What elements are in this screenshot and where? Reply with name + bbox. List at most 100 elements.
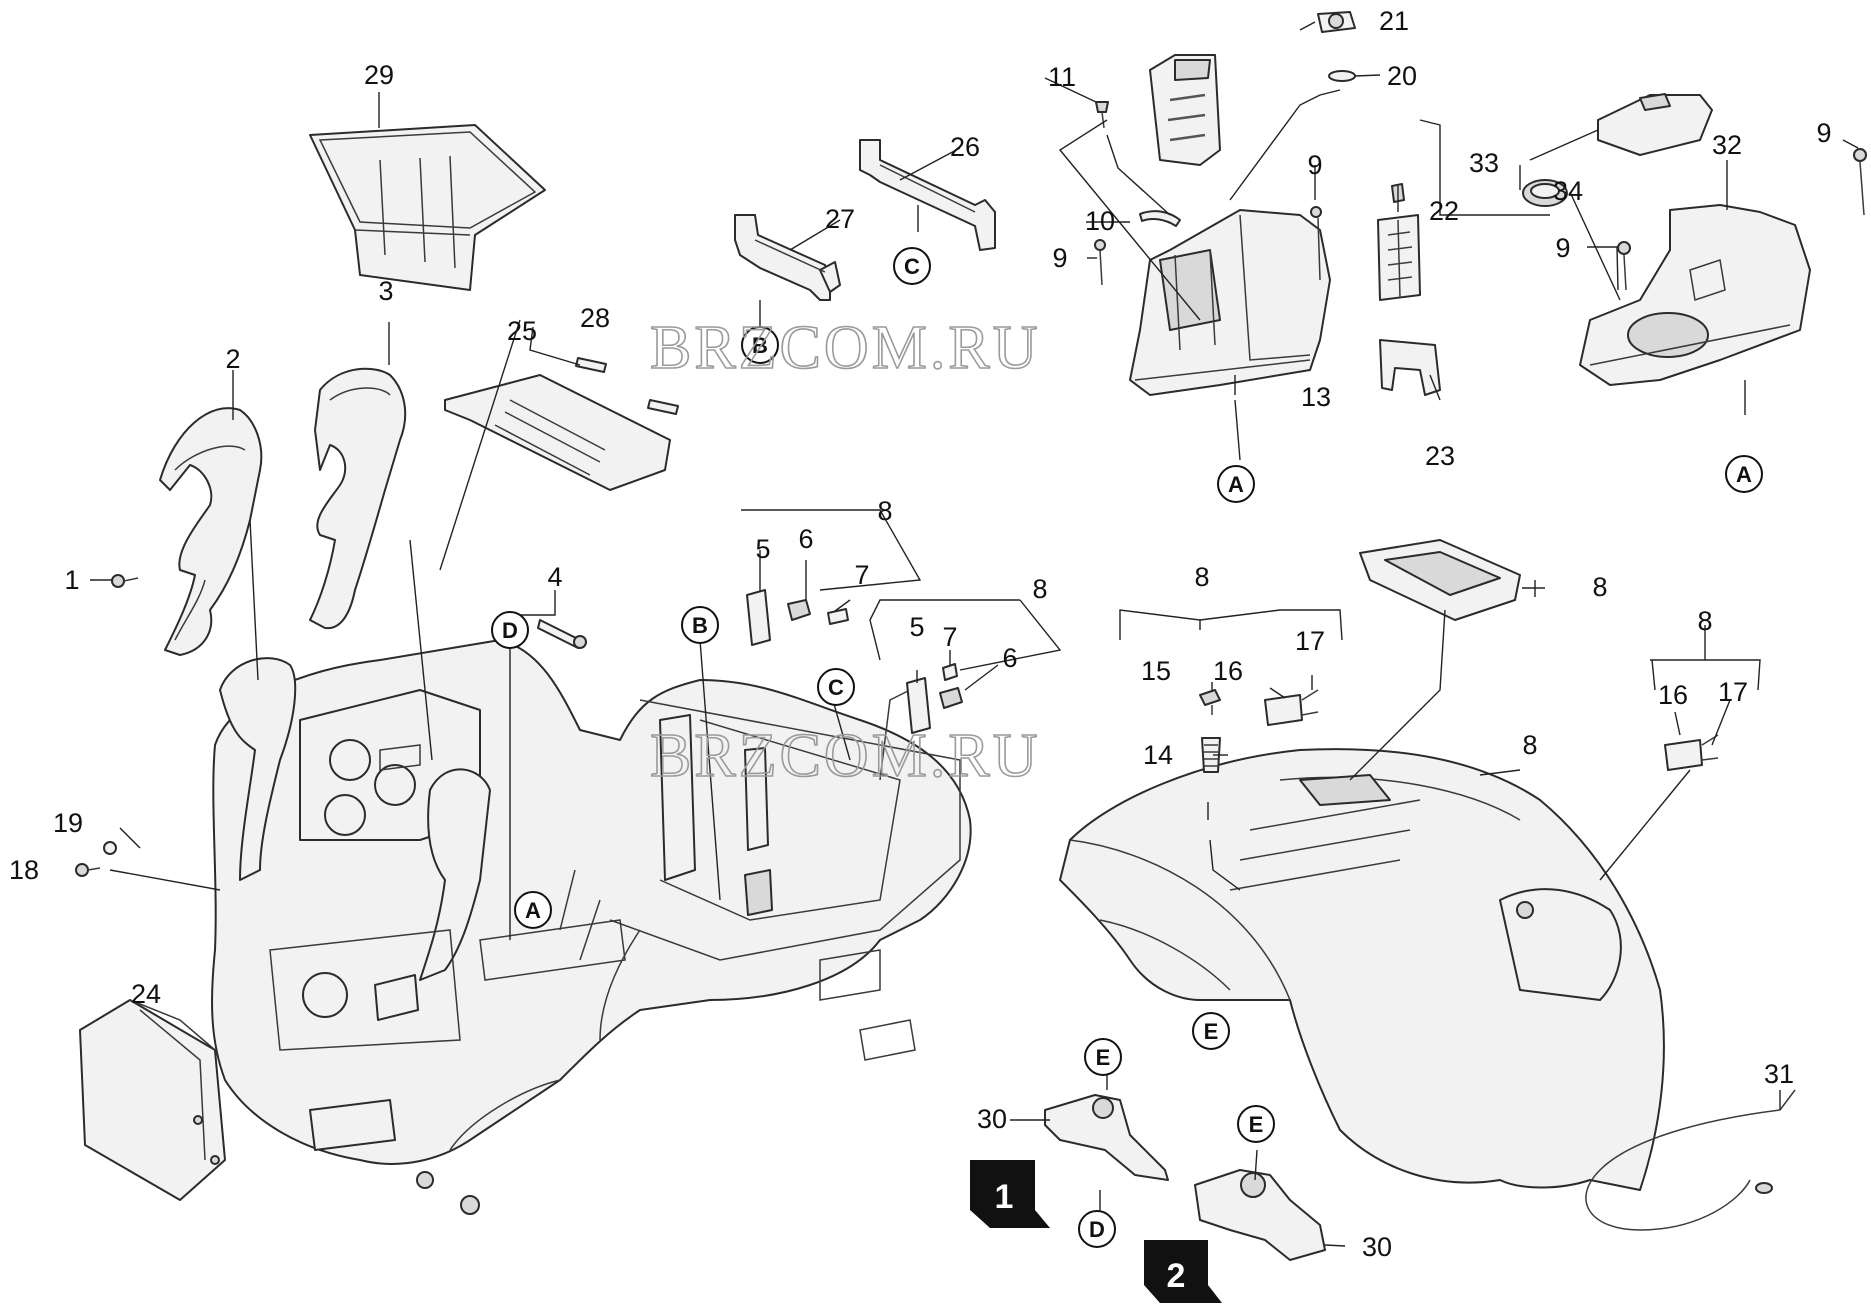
variant-badge-2: 2 bbox=[1144, 1240, 1222, 1303]
part-30-bracket-variant-1 bbox=[1044, 1094, 1169, 1181]
part-34-seal bbox=[1522, 179, 1568, 207]
callout-9-d: 9 bbox=[1555, 233, 1570, 263]
ref-letter-d-1: D bbox=[491, 611, 529, 649]
variant-badge-1: 1 bbox=[970, 1160, 1050, 1228]
callout-7-a: 7 bbox=[854, 560, 869, 590]
callout-8-f: 8 bbox=[1697, 606, 1712, 636]
callout-4: 4 bbox=[547, 562, 562, 592]
part-31-cable bbox=[1585, 1089, 1796, 1231]
callout-19: 19 bbox=[53, 808, 83, 838]
svg-text:B: B bbox=[692, 613, 708, 638]
callout-8-b: 8 bbox=[1032, 574, 1047, 604]
svg-text:A: A bbox=[1736, 462, 1752, 487]
callout-24: 24 bbox=[131, 979, 161, 1009]
watermarks: BRZCOM.RU BRZCOM.RU bbox=[649, 313, 1040, 791]
callout-8-c: 8 bbox=[1194, 562, 1209, 592]
part-3-handle bbox=[309, 367, 407, 630]
ref-letter-d-2: D bbox=[1078, 1210, 1116, 1248]
callout-21: 21 bbox=[1379, 6, 1409, 36]
callout-17-b: 17 bbox=[1718, 677, 1748, 707]
callout-28: 28 bbox=[580, 303, 610, 333]
svg-text:B: B bbox=[752, 333, 768, 358]
callout-25: 25 bbox=[507, 316, 537, 346]
part-13-tank-housing bbox=[1129, 209, 1331, 396]
ref-letter-e-2: E bbox=[1084, 1038, 1122, 1076]
callout-26: 26 bbox=[950, 132, 980, 162]
part-hood bbox=[1059, 748, 1665, 1191]
svg-text:1: 1 bbox=[995, 1178, 1014, 1216]
part-32-screws bbox=[1617, 148, 1867, 291]
callout-16-a: 16 bbox=[1213, 656, 1243, 686]
callout-9-a: 9 bbox=[1307, 150, 1322, 180]
part-24-bucket bbox=[79, 999, 226, 1201]
part-14-15-hardware bbox=[1199, 689, 1221, 773]
part-8-frame bbox=[1359, 539, 1521, 621]
callout-8-e: 8 bbox=[1522, 730, 1537, 760]
callout-29: 29 bbox=[364, 60, 394, 90]
callout-8-a: 8 bbox=[877, 496, 892, 526]
part-tank-and-cap bbox=[1149, 11, 1356, 166]
part-25-cover bbox=[444, 374, 671, 491]
svg-text:C: C bbox=[904, 254, 920, 279]
part-22-filter bbox=[1377, 183, 1421, 301]
callout-31: 31 bbox=[1764, 1059, 1794, 1089]
part-main-chassis bbox=[211, 639, 972, 1215]
part-5-6-7-latches bbox=[746, 589, 963, 734]
ref-letter-a-2: A bbox=[1217, 465, 1255, 503]
svg-text:A: A bbox=[1228, 472, 1244, 497]
part-drawings bbox=[75, 11, 1867, 1261]
part-27-bracket bbox=[734, 214, 841, 301]
callout-2: 2 bbox=[225, 344, 240, 374]
svg-text:2: 2 bbox=[1167, 1257, 1186, 1295]
svg-text:E: E bbox=[1249, 1112, 1264, 1137]
callout-8-d: 8 bbox=[1592, 572, 1607, 602]
callout-13: 13 bbox=[1301, 382, 1331, 412]
svg-text:D: D bbox=[1089, 1217, 1105, 1242]
callout-11: 11 bbox=[1048, 62, 1076, 92]
svg-text:E: E bbox=[1096, 1045, 1111, 1070]
callout-7-b: 7 bbox=[942, 622, 957, 652]
callout-27: 27 bbox=[825, 204, 855, 234]
callout-20: 20 bbox=[1387, 61, 1417, 91]
callout-33: 33 bbox=[1469, 148, 1499, 178]
svg-text:A: A bbox=[525, 898, 541, 923]
part-32-housing bbox=[1579, 204, 1811, 386]
callout-16-b: 16 bbox=[1658, 680, 1688, 710]
part-29-tray bbox=[309, 124, 546, 291]
part-26-bracket bbox=[859, 139, 996, 251]
callout-23: 23 bbox=[1425, 441, 1455, 471]
callout-5-b: 5 bbox=[909, 612, 924, 642]
callout-18: 18 bbox=[9, 855, 39, 885]
part-23-clip bbox=[1379, 339, 1441, 396]
callout-6-a: 6 bbox=[798, 524, 813, 554]
ref-letter-a-1: A bbox=[514, 891, 552, 929]
part-33-lid bbox=[1597, 93, 1713, 156]
part-small-screws bbox=[75, 574, 587, 877]
svg-text:E: E bbox=[1204, 1019, 1219, 1044]
svg-text:D: D bbox=[502, 618, 518, 643]
ref-letter-a-3: A bbox=[1725, 455, 1763, 493]
callout-30-b: 30 bbox=[1362, 1232, 1392, 1262]
callout-5-a: 5 bbox=[755, 534, 770, 564]
ref-letter-c-1: C bbox=[893, 247, 931, 285]
callout-14: 14 bbox=[1143, 740, 1173, 770]
callout-9-c: 9 bbox=[1816, 118, 1831, 148]
callout-32: 32 bbox=[1712, 130, 1742, 160]
callout-6-b: 6 bbox=[1002, 643, 1017, 673]
leader-lines bbox=[90, 21, 1859, 1247]
callout-9-b: 9 bbox=[1052, 243, 1067, 273]
variant-badges: 1 2 bbox=[970, 1160, 1222, 1303]
ref-letter-e-1: E bbox=[1192, 1012, 1230, 1050]
callout-30-a: 30 bbox=[977, 1104, 1007, 1134]
part-30-bracket-variant-2 bbox=[1194, 1169, 1326, 1261]
callout-22: 22 bbox=[1429, 196, 1459, 226]
watermark-middle: BRZCOM.RU bbox=[650, 722, 1040, 790]
reference-letters: B C D B C A A A bbox=[491, 247, 1763, 1248]
watermark-top: BRZCOM.RU bbox=[650, 314, 1040, 382]
callout-labels: 29 26 27 28 25 3 2 1 4 8 5 6 7 8 5 7 6 1… bbox=[9, 6, 1832, 1262]
callout-3: 3 bbox=[378, 276, 393, 306]
callout-1: 1 bbox=[64, 565, 79, 595]
callout-15: 15 bbox=[1141, 656, 1171, 686]
ref-letter-b-1: B bbox=[741, 326, 779, 364]
